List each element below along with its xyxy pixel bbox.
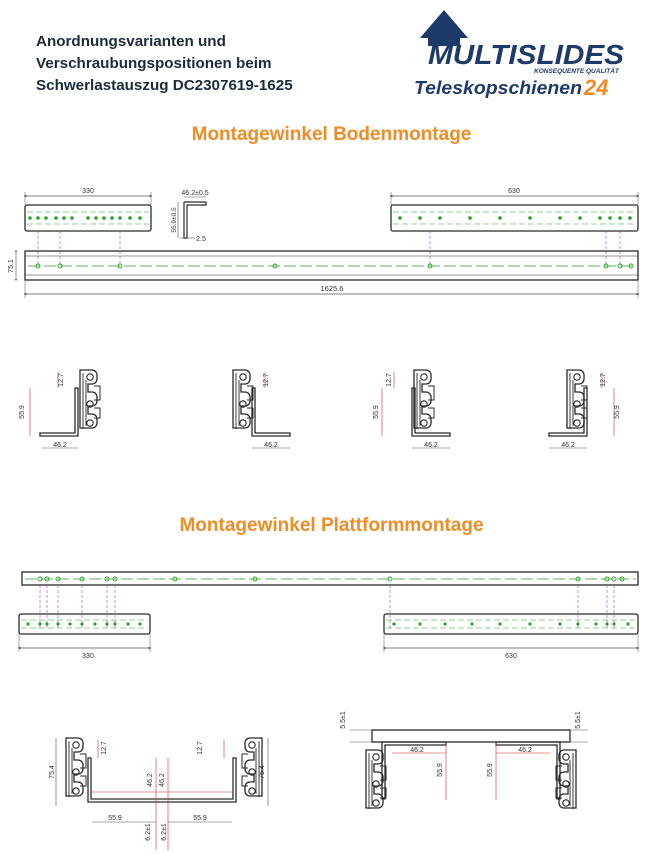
logo-brand-text: MULTISLIDES xyxy=(428,39,624,70)
logo-tagline-text: KONSEQUENTE QUALITÄT xyxy=(534,67,620,75)
dim-46-2-left: 46.2 xyxy=(147,773,154,787)
logo-shop-number: 24 xyxy=(583,75,608,100)
floor-variant-1: 12.7 55.9 46.2 xyxy=(19,369,101,449)
dim-5-5-left: 5.5±1 xyxy=(340,711,347,729)
dim-46-2-left: 46.2 xyxy=(410,747,424,754)
dim-bracket-330-platform: 330 xyxy=(82,653,94,660)
dim-46-2-right: 46.2 xyxy=(518,747,532,754)
page-title: Anordnungsvarianten und Verschraubungspo… xyxy=(36,31,366,97)
dim-46-2-right: 46.2 xyxy=(159,773,166,787)
floor-variant-3: 12.7 55.9 46.2 xyxy=(373,369,451,449)
dim-55-9: 55.9 xyxy=(614,405,621,419)
dim-rail-height: 75.1 xyxy=(8,259,15,273)
dim-55-9: 55.9 xyxy=(19,405,26,419)
bracket-630-top xyxy=(390,204,639,232)
dim-12-7: 12.7 xyxy=(263,373,270,387)
dim-12-7: 12.7 xyxy=(386,373,393,387)
dim-angle-width: 46.2±0.5 xyxy=(181,190,208,197)
dim-55-9-left: 55.9 xyxy=(108,815,122,822)
floor-variant-2: 12.7 46.2 xyxy=(232,369,291,449)
rail-platform xyxy=(21,571,639,586)
dim-55-9: 55.9 xyxy=(373,405,380,419)
section-title-floor: Montagewinkel Bodenmontage xyxy=(191,124,472,145)
dim-12-7: 12.7 xyxy=(600,373,607,387)
logo-shop-text: Teleskopschienen xyxy=(414,77,582,98)
multislides-logo: MULTISLIDES KONSEQUENTE QUALITÄT Telesko… xyxy=(414,10,624,100)
bracket-330-top xyxy=(24,204,152,232)
dim-12-7-left: 12.7 xyxy=(101,741,108,755)
section-title-platform: Montagewinkel Plattformmontage xyxy=(179,515,484,536)
bracket-330-platform xyxy=(18,613,151,635)
floor-variant-4: 12.7 55.9 46.2 xyxy=(548,369,621,449)
platform-variant-u: 12.7 12.7 75.4 75.4 46.2 46.2 55.9 55.9 … xyxy=(49,737,269,850)
dim-75-4-right: 75.4 xyxy=(259,765,266,779)
dim-bracket-630-top: 630 xyxy=(508,188,520,195)
dim-46-2: 46.2 xyxy=(53,442,67,449)
dim-46-2: 46.2 xyxy=(264,442,278,449)
dim-6-2-right: 6.2±1 xyxy=(161,823,168,841)
dim-angle-thickness: 2.5 xyxy=(196,236,206,243)
dim-55-9-right: 55.9 xyxy=(193,815,207,822)
dim-12-7: 12.7 xyxy=(58,373,65,387)
dim-5-5-right: 5.5±1 xyxy=(575,711,582,729)
title-line-3: Schwerlastauszug DC2307619-1625 xyxy=(36,77,293,94)
dim-55-9-right: 55.9 xyxy=(487,763,494,777)
angle-detail: 46.2±0.5 55.9±0.5 2.5 xyxy=(171,190,209,243)
dim-bracket-330-top: 330 xyxy=(82,188,94,195)
bracket-630-platform xyxy=(383,613,639,635)
dim-angle-height: 55.9±0.5 xyxy=(171,207,178,233)
dim-6-2-left: 6.2±1 xyxy=(145,823,152,841)
title-line-2: Verschraubungspositionen beim xyxy=(36,55,272,72)
title-line-1: Anordnungsvarianten und xyxy=(36,33,226,50)
dim-bracket-630-platform: 630 xyxy=(505,653,517,660)
dim-55-9-left: 55.9 xyxy=(437,763,444,777)
dim-46-2: 46.2 xyxy=(424,442,438,449)
rail-floor xyxy=(24,250,639,281)
platform-variant-top: 46.2 46.2 55.9 55.9 5.5±1 5.5±1 xyxy=(340,711,588,810)
dim-rail-length: 1625.6 xyxy=(321,284,344,293)
dim-75-4-left: 75.4 xyxy=(49,765,56,779)
dim-46-2: 46.2 xyxy=(561,442,575,449)
dim-12-7-right: 12.7 xyxy=(197,741,204,755)
